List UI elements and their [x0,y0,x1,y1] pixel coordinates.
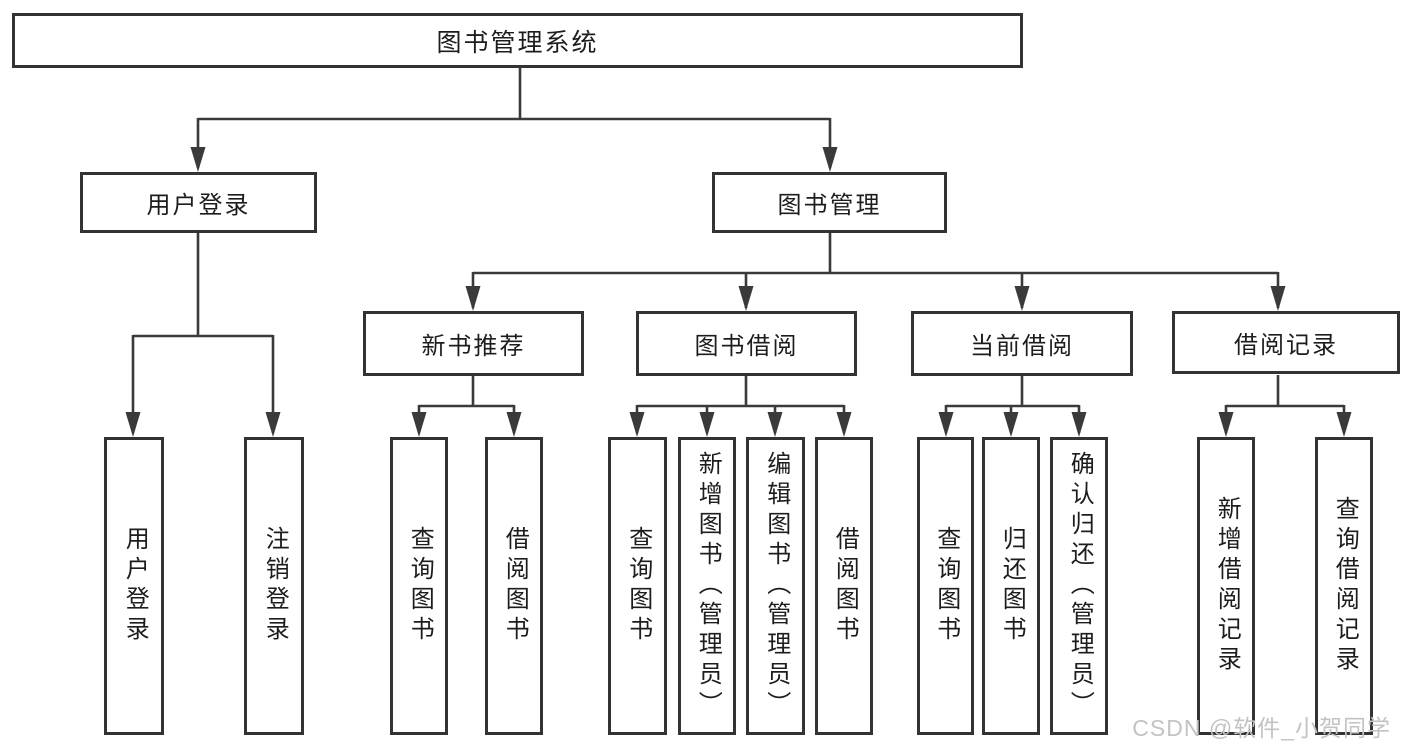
node-label: 图书管理 [777,192,882,219]
node-label: 用户登录 [121,526,149,646]
node-label: 注销登录 [261,526,289,646]
node-label: 用户登录 [146,192,251,219]
node-book-management-branch: 图书管理 [712,172,947,233]
node-label: 新增图书（管理员） [694,451,722,721]
node-leaf-query-borrow-record: 查询借阅记录 [1315,437,1373,735]
node-leaf-edit-books-admin: 编辑图书（管理员） [746,437,805,735]
node-label: 查询图书 [624,526,652,646]
node-current-borrowing: 当前借阅 [911,311,1133,376]
node-borrowing-records: 借阅记录 [1172,311,1400,374]
node-leaf-add-books-admin: 新增图书（管理员） [678,437,736,735]
node-label: 查询图书 [932,526,960,646]
node-user-login-branch: 用户登录 [80,172,317,233]
node-label: 归还图书 [998,526,1026,646]
node-new-book-recommend: 新书推荐 [363,311,584,376]
node-leaf-logout: 注销登录 [244,437,304,735]
node-label: 图书借阅 [694,333,799,360]
node-leaf-query-books-1: 查询图书 [390,437,448,735]
node-label: 确认归还（管理员） [1066,451,1094,721]
node-label: 编辑图书（管理员） [762,451,790,721]
node-label: 借阅图书 [831,526,859,646]
node-leaf-confirm-return-admin: 确认归还（管理员） [1050,437,1108,735]
node-leaf-borrow-books-2: 借阅图书 [815,437,873,735]
csdn-watermark: CSDN @软件_小贺同学 [1132,715,1391,741]
node-leaf-user-login: 用户登录 [104,437,164,735]
node-label: 新书推荐 [421,333,526,360]
node-label: 当前借阅 [970,333,1074,360]
node-label: 查询借阅记录 [1331,496,1359,676]
node-book-borrowing: 图书借阅 [636,311,857,376]
node-label: 借阅图书 [501,526,529,646]
node-root-library-management-system: 图书管理系统 [12,13,1023,68]
node-label: 新增借阅记录 [1213,496,1241,676]
node-leaf-query-books-2: 查询图书 [608,437,667,735]
node-label: 借阅记录 [1234,332,1338,359]
node-label: 查询图书 [406,526,434,646]
node-leaf-borrow-books-1: 借阅图书 [485,437,543,735]
node-label: 图书管理系统 [436,28,599,57]
node-leaf-return-books: 归还图书 [982,437,1040,735]
node-leaf-query-books-3: 查询图书 [917,437,974,735]
node-leaf-add-borrow-record: 新增借阅记录 [1197,437,1255,735]
